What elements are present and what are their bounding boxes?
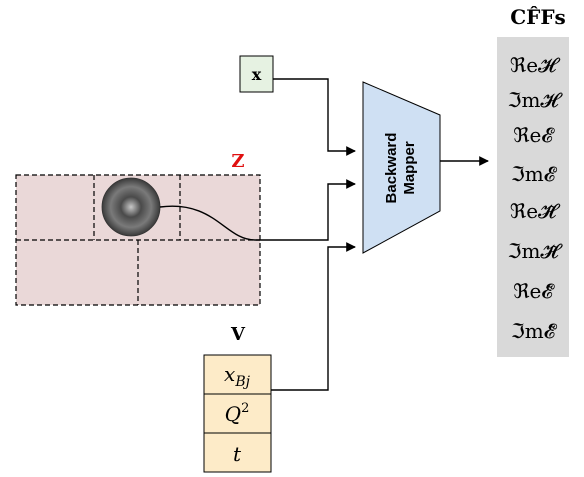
v-label: V (230, 324, 246, 345)
cff-item: ℜe𝓗 (510, 53, 561, 77)
cffs-title: CF̂Fs (510, 5, 566, 29)
v-entry-q2: Q2 (225, 401, 250, 426)
z-label: Z (231, 151, 244, 172)
sphere-icon (101, 177, 161, 237)
v-entry-xbj: xBj (224, 362, 251, 390)
cff-item: ℑm𝓔̃ (511, 319, 558, 343)
connector-z (159, 179, 356, 241)
cffs-column (497, 37, 569, 357)
x-label: x (252, 65, 262, 84)
x-box (239, 55, 274, 93)
cff-item: ℑm𝓗̃ (508, 239, 564, 263)
cff-item: ℑm𝓔 (511, 162, 558, 186)
mapper-label-line1: Backward (383, 133, 400, 204)
cff-item: ℜe𝓔 (513, 123, 555, 147)
mapper-label-line2: Mapper (401, 141, 418, 195)
v-entry-t: t (233, 442, 242, 466)
connector-v (271, 242, 356, 391)
v-table (203, 354, 272, 473)
cff-item: ℜe𝓔̃ (513, 279, 555, 303)
cff-item: ℑm𝓗 (508, 88, 564, 112)
cffs-list: ℜe𝓗 ℑm𝓗 ℜe𝓔 ℑm𝓔 ℜe𝓗̃ ℑm𝓗̃ ℜe𝓔̃ ℑm𝓔̃ (508, 53, 564, 343)
cff-item: ℜe𝓗̃ (510, 199, 561, 223)
connector-x (273, 78, 356, 156)
backward-mapper (362, 81, 441, 254)
